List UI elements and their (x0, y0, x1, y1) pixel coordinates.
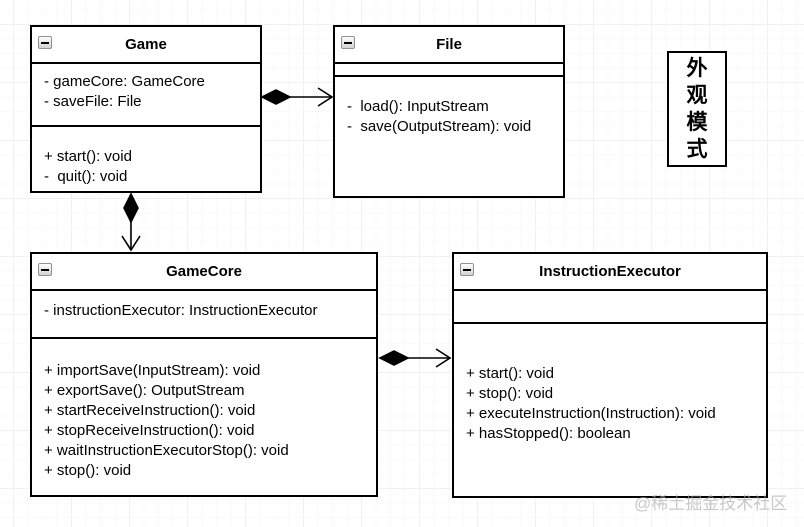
attribute-line: - saveFile: File (44, 93, 142, 110)
collapse-icon[interactable] (460, 263, 474, 276)
collapse-icon[interactable] (341, 36, 355, 49)
method-line: - save(OutputStream): void (347, 118, 532, 135)
composition-diamond (260, 89, 292, 105)
method-line: + importSave(InputStream): void (44, 362, 261, 379)
open-arrowhead (121, 235, 141, 252)
attribute-line: - gameCore: GameCore (44, 73, 205, 90)
open-arrowhead (317, 87, 334, 107)
class-title-bar: InstructionExecutor (454, 254, 766, 289)
class-box-file[interactable]: File - load(): InputStream - save(Output… (333, 25, 565, 198)
methods-section: + start(): void - quit(): void (32, 125, 260, 191)
attributes-section (335, 62, 563, 75)
attributes-section: - gameCore: GameCore - saveFile: File (32, 62, 260, 125)
methods-section: + start(): void + stop(): void + execute… (454, 322, 766, 496)
composition-diamond (378, 350, 410, 366)
class-box-game[interactable]: Game - gameCore: GameCore - saveFile: Fi… (30, 25, 262, 193)
minus-glyph (463, 268, 471, 271)
composition-link-game-gamecore[interactable] (121, 192, 141, 252)
class-box-instructionexecutor[interactable]: InstructionExecutor + start(): void + st… (452, 252, 768, 498)
method-line: - quit(): void (44, 168, 128, 185)
class-title-bar: File (335, 27, 563, 62)
method-line: + stop(): void (44, 462, 132, 479)
method-line: + executeInstruction(Instruction): void (466, 405, 716, 422)
minus-glyph (41, 268, 49, 271)
method-line: + startReceiveInstruction(): void (44, 402, 256, 419)
minus-glyph (344, 41, 352, 44)
method-line: + hasStopped(): boolean (466, 425, 631, 442)
attributes-section: - instructionExecutor: InstructionExecut… (32, 289, 376, 337)
method-line: - load(): InputStream (347, 98, 489, 115)
method-line: + waitInstructionExecutorStop(): void (44, 442, 289, 459)
method-line: + start(): void (466, 365, 554, 382)
collapse-icon[interactable] (38, 263, 52, 276)
method-line: + stopReceiveInstruction(): void (44, 422, 255, 439)
methods-section: + importSave(InputStream): void + export… (32, 337, 376, 495)
class-title: InstructionExecutor (539, 263, 681, 280)
class-title: File (436, 36, 462, 53)
minus-glyph (41, 41, 49, 44)
attribute-line: - instructionExecutor: InstructionExecut… (44, 302, 318, 319)
method-line: + stop(): void (466, 385, 554, 402)
class-title-bar: GameCore (32, 254, 376, 289)
composition-diamond (123, 192, 139, 224)
collapse-icon[interactable] (38, 36, 52, 49)
class-title-bar: Game (32, 27, 260, 62)
note-facade-pattern[interactable]: 外观模式 (667, 51, 727, 167)
method-line: + start(): void (44, 148, 132, 165)
watermark-text: @稀土掘金技术社区 (634, 494, 788, 513)
methods-section: - load(): InputStream - save(OutputStrea… (335, 75, 563, 196)
class-title: Game (125, 36, 167, 53)
class-box-gamecore[interactable]: GameCore - instructionExecutor: Instruct… (30, 252, 378, 497)
method-line: + exportSave(): OutputStream (44, 382, 245, 399)
attributes-section (454, 289, 766, 322)
composition-link-gamecore-instructionexecutor[interactable] (378, 348, 452, 368)
open-arrowhead (435, 348, 452, 368)
composition-link-game-file[interactable] (260, 87, 334, 107)
note-label: 外观模式 (686, 57, 708, 161)
class-title: GameCore (166, 263, 242, 280)
